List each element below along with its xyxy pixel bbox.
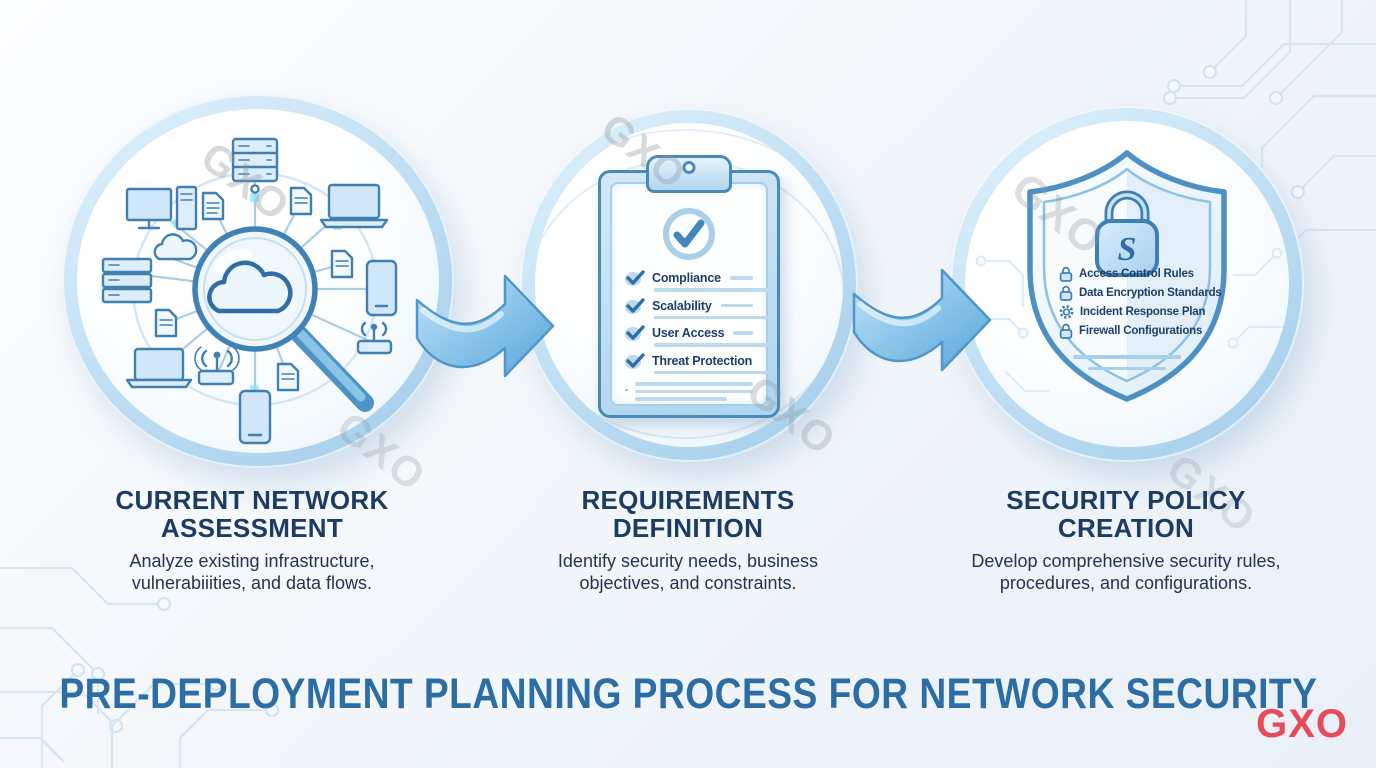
stage1-caption: CURRENT NETWORK ASSESSMENT Analyze exist…: [82, 486, 422, 595]
stage3-description: Develop comprehensive security rules, pr…: [971, 551, 1281, 594]
smartphone-icon: [238, 389, 272, 445]
check-circle-icon: [663, 208, 715, 260]
desktop-computer-icon: [125, 185, 198, 231]
policy-item-label: Firewall Configurations: [1079, 325, 1203, 337]
checklist-underline: [654, 370, 770, 374]
arrow-right-icon: [415, 274, 555, 378]
checkmark-icon: [625, 270, 645, 286]
wifi-router-icon: [356, 321, 393, 355]
clipboard-clip: [646, 155, 732, 193]
wifi-router-icon: [194, 346, 240, 386]
svg-text:S: S: [1118, 231, 1137, 268]
checklist-item-label: Scalability: [652, 298, 712, 313]
shield-icon: S: [1027, 150, 1227, 402]
checklist-row: Threat Protection: [625, 352, 753, 369]
circuit-pattern-inner: [973, 247, 1283, 392]
server-rack-icon: [231, 137, 279, 194]
checklist-underline: [654, 343, 770, 347]
checklist-sideline: [720, 303, 753, 308]
cloud-small-icon: [153, 233, 198, 261]
policy-item-label: Access Control Rules: [1079, 268, 1194, 280]
lock-icon: [1059, 266, 1073, 282]
main-title: PRE-DEPLOYMENT PLANNING PROCESS FOR NETW…: [0, 670, 1376, 718]
laptop-icon: [319, 183, 389, 229]
checklist-row: User Access: [625, 325, 753, 341]
checklist-item-label: Compliance: [652, 271, 721, 285]
checklist-sideline: [729, 276, 753, 280]
policy-item-label: Data Encryption Standards: [1079, 287, 1222, 299]
stage3-circle: S Access Control Rules Data Encryption S…: [950, 106, 1304, 462]
checklist-item-label: Threat Protection: [652, 353, 753, 368]
padlock-icon: S: [1095, 190, 1159, 277]
checkmark-icon: [625, 389, 628, 392]
checklist-item-label: User Access: [652, 326, 725, 340]
stage2-circle-inner: Compliance Scalability User Access: [535, 123, 843, 447]
checklist-row: Compliance: [625, 270, 753, 286]
clipboard-page: Compliance Scalability User Access: [610, 182, 770, 406]
policy-placeholder-lines: [1071, 355, 1183, 378]
stage3-heading: SECURITY POLICY CREATION: [1006, 485, 1246, 544]
main-title-text: PRE-DEPLOYMENT PLANNING PROCESS FOR NETW…: [58, 670, 1318, 718]
policy-list: Access Control Rules Data Encryption Sta…: [1059, 266, 1241, 339]
policy-row: Data Encryption Standards: [1059, 285, 1241, 301]
cloud-icon: [207, 260, 293, 314]
checklist-row-blank: [625, 380, 753, 401]
gxo-logo: GXO: [1256, 702, 1348, 746]
lock-icon: [1059, 323, 1073, 339]
stage3-circle-inner: S Access Control Rules Data Encryption S…: [965, 121, 1289, 447]
checkmark-icon: [625, 297, 645, 314]
arrow-right-icon: [852, 268, 992, 372]
stage2-description: Identify security needs, business object…: [557, 551, 819, 594]
checkmark-icon: [625, 352, 645, 369]
network-assessment-illustration: [101, 137, 398, 445]
storage-server-icon: [101, 257, 153, 304]
stage2-circle: Compliance Scalability User Access: [520, 108, 858, 462]
stage1-description: Analyze existing infrastructure, vulnera…: [129, 551, 375, 594]
checklist-underline: [654, 315, 770, 319]
checklist-placeholder-lines: [635, 380, 753, 401]
stage1-heading: CURRENT NETWORK ASSESSMENT: [115, 485, 389, 544]
smartphone-icon: [365, 259, 398, 317]
stage2-caption: REQUIREMENTS DEFINITION Identify securit…: [538, 486, 838, 595]
gear-icon: [1059, 305, 1074, 319]
stage1-circle-inner: [77, 109, 439, 453]
clipboard-icon: Compliance Scalability User Access: [598, 155, 780, 418]
laptop-icon: [125, 347, 193, 389]
magnifier-icon: [192, 226, 374, 412]
lock-icon: [1059, 285, 1073, 301]
stage1-circle: [62, 94, 454, 468]
clipboard-clip-hole: [682, 161, 696, 174]
stage3-caption: SECURITY POLICY CREATION Develop compreh…: [961, 486, 1291, 595]
policy-item-label: Incident Response Plan: [1080, 306, 1206, 318]
checklist-row: Scalability: [625, 297, 753, 314]
stage2-heading: REQUIREMENTS DEFINITION: [581, 485, 795, 544]
checklist-underline: [654, 288, 770, 292]
policy-row: Firewall Configurations: [1059, 323, 1241, 339]
policy-row: Access Control Rules: [1059, 266, 1241, 282]
checklist-sideline: [733, 331, 753, 335]
checkmark-icon: [625, 325, 645, 341]
policy-row: Incident Response Plan: [1059, 305, 1241, 319]
document-icon: [154, 186, 354, 392]
